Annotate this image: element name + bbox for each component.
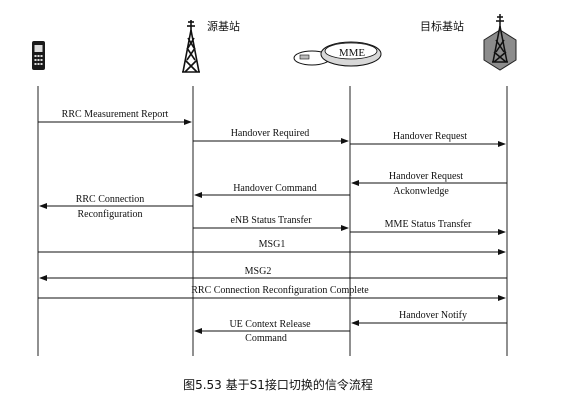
- label-ue-context-release-line2: Command: [245, 333, 287, 344]
- label-rrc-connection-reconfiguration-line1: RRC Connection: [76, 194, 145, 205]
- label-handover-notify: Handover Notify: [399, 310, 467, 321]
- mobile-phone-icon: [32, 41, 45, 70]
- message-labels: RRC Measurement Report Handover Required…: [62, 109, 472, 344]
- label-ue-context-release-line1: UE Context Release: [229, 319, 311, 330]
- message-arrows: [38, 119, 507, 334]
- label-enb-status-transfer: eNB Status Transfer: [230, 215, 312, 226]
- label-mme-status-transfer: MME Status Transfer: [385, 219, 472, 230]
- label-msg1: MSG1: [259, 239, 286, 250]
- mme-server-icon: [293, 41, 382, 67]
- label-rrc-reconfiguration-complete: RRC Connection Reconfiguration Complete: [191, 285, 369, 296]
- lifelines: [37, 86, 508, 356]
- label-msg2: MSG2: [245, 266, 272, 277]
- label-handover-required: Handover Required: [231, 128, 310, 139]
- target-bs-label: 目标基站: [420, 19, 464, 33]
- label-handover-request-ack-line1: Handover Request: [389, 171, 463, 182]
- cell-tower-hexagon-icon: [483, 14, 517, 71]
- cell-tower-icon: [182, 20, 200, 73]
- label-handover-request: Handover Request: [393, 131, 467, 142]
- mme-label: MME: [339, 47, 366, 59]
- label-handover-request-ack-line2: Ackonwledge: [393, 186, 449, 197]
- source-bs-label: 源基站: [207, 19, 240, 33]
- label-rrc-measurement-report: RRC Measurement Report: [62, 109, 169, 120]
- label-rrc-connection-reconfiguration-line2: Reconfiguration: [78, 209, 143, 220]
- figure-caption: 图5.53 基于S1接口切换的信令流程: [183, 377, 373, 392]
- label-handover-command: Handover Command: [233, 183, 317, 194]
